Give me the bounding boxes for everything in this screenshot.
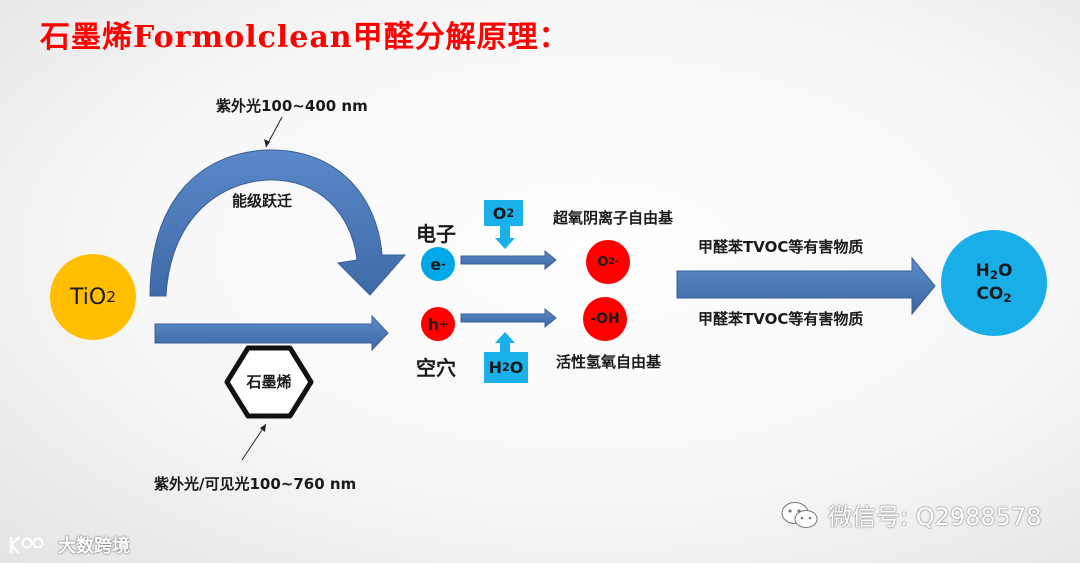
tio2-main-arrow: [154, 314, 389, 352]
wechat-icon: [781, 501, 818, 528]
electron-circle: e-: [421, 247, 455, 281]
energy-transition-arrow: [149, 149, 407, 297]
superoxide-sub: 2: [608, 257, 615, 267]
graphene-hexagon: [224, 345, 314, 419]
products-circle: H2O CO2: [941, 230, 1047, 336]
hole-arrow: [460, 307, 557, 329]
product-co2: CO2: [976, 283, 1011, 306]
uv-bottom-label: 紫外光/可见光100~760 nm: [154, 475, 357, 493]
harmful-label-top: 甲醛苯TVOC等有害物质: [698, 238, 864, 256]
uv-top-label: 紫外光100~400 nm: [216, 97, 368, 115]
decomposition-arrow: [676, 256, 936, 316]
h2o-up-arrow: [495, 332, 515, 352]
hole-symbol: h: [427, 314, 439, 334]
page-title: 石墨烯Formolclean甲醛分解原理：: [40, 20, 570, 55]
h2o-sub: 2: [501, 361, 510, 374]
hole-sup: +: [439, 317, 449, 331]
electron-title: 电子: [416, 222, 456, 246]
product-h2o-b: O: [998, 260, 1013, 281]
harmful-label-bottom: 甲醛苯TVOC等有害物质: [698, 310, 864, 328]
hydroxyl-label: 活性氢氧自由基: [556, 353, 662, 371]
energy-transition-label: 能级跃迁: [232, 192, 293, 210]
brand-name: 大数跨境: [58, 536, 130, 557]
brand-logo-icon: [9, 536, 44, 554]
uv-bottom-pointer: [241, 423, 267, 461]
wechat-id: 微信号: Q2988578: [828, 503, 1042, 531]
superoxide-label: 超氧阴离子自由基: [553, 209, 674, 227]
hole-circle: h+: [421, 307, 455, 341]
h2o-a: H: [488, 358, 502, 377]
hydroxyl-text: -OH: [590, 311, 620, 327]
product-h2o-a: H: [975, 260, 990, 281]
brand-watermark: 大数跨境: [8, 532, 130, 558]
superoxide-sup: -: [614, 257, 619, 267]
o2-down-arrow: [495, 226, 515, 249]
product-h2o: H2O: [976, 260, 1013, 283]
product-co2-a: CO: [976, 284, 1004, 304]
tio2-sub: 2: [106, 288, 116, 306]
electron-arrow: [460, 249, 557, 271]
o2-sub: 2: [506, 206, 515, 220]
electron-sup: -: [441, 257, 446, 271]
hydroxyl-circle: -OH: [583, 297, 627, 341]
hole-title: 空穴: [416, 356, 456, 380]
product-co2-sub: 2: [1003, 290, 1012, 305]
product-h2o-sub: 2: [989, 267, 999, 282]
electron-symbol: e: [430, 254, 442, 274]
o2-main: O: [492, 203, 507, 223]
tio2-main: TiO: [70, 284, 107, 310]
h2o-b: O: [509, 358, 524, 377]
graphene-label: 石墨烯: [246, 373, 292, 391]
superoxide-main: O: [597, 254, 609, 270]
wechat-watermark: 微信号: Q2988578: [780, 497, 1042, 532]
